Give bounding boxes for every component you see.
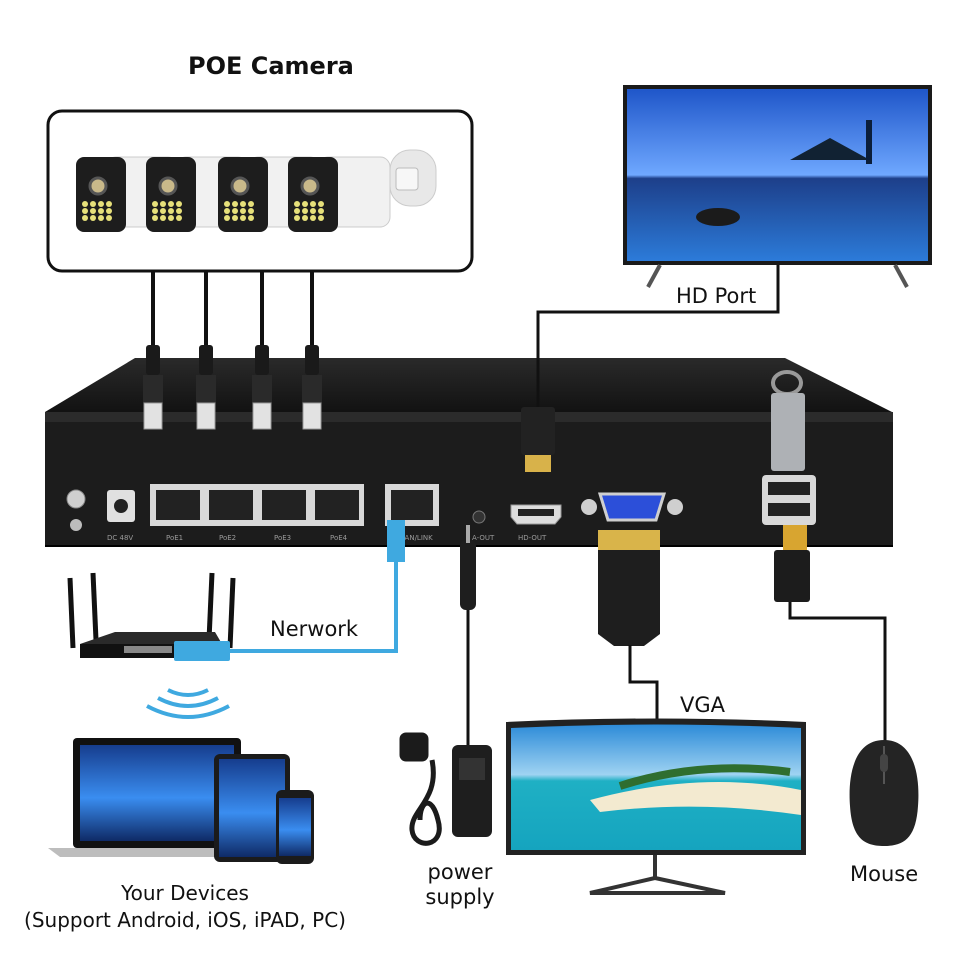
poe-port-block xyxy=(150,484,364,526)
wifi-icon xyxy=(147,690,229,717)
hdmi-label: HD-OUT xyxy=(518,534,547,542)
pc-monitor xyxy=(506,719,806,894)
power-label-line1: power xyxy=(420,860,500,885)
power-cord-icon xyxy=(402,735,439,843)
tv-monitor xyxy=(623,85,932,287)
hdmi-plug-icon xyxy=(521,407,555,472)
poe2-label: PoE2 xyxy=(219,534,236,542)
bullet-camera-icon xyxy=(288,157,390,232)
vga-cable xyxy=(630,645,657,722)
ground-screw-icon xyxy=(67,490,85,508)
phone-icon xyxy=(276,790,314,864)
poe1-label: PoE1 xyxy=(166,534,183,542)
audio-label: A-OUT xyxy=(472,534,495,542)
rj45-plug-icon xyxy=(196,345,216,429)
power-supply-label: power supply xyxy=(420,860,500,910)
diagram-title: POE Camera xyxy=(188,52,354,80)
rj45-plug-icon xyxy=(252,345,272,429)
camera-cables xyxy=(153,272,312,345)
devices-label-line2: (Support Android, iOS, iPAD, PC) xyxy=(10,907,360,934)
power-adapter-icon xyxy=(452,745,492,837)
power-label-line2: supply xyxy=(420,885,500,910)
mouse-icon xyxy=(850,740,919,846)
audio-port xyxy=(473,511,485,523)
mouse-label: Mouse xyxy=(850,862,918,886)
poe4-label: PoE4 xyxy=(330,534,348,542)
camera-group xyxy=(48,111,472,271)
camera-icon xyxy=(390,150,436,206)
nvr-device: DC 48V PoE1 PoE2 PoE3 PoE4 WAN/LINK A-OU… xyxy=(45,358,893,547)
vga-label: VGA xyxy=(680,693,725,717)
rj45-plug-icon xyxy=(302,345,322,429)
poe3-label: PoE3 xyxy=(274,534,291,542)
network-label: Nerwork xyxy=(270,617,358,641)
devices-label-line1: Your Devices xyxy=(10,880,360,907)
devices-label: Your Devices (Support Android, iOS, iPAD… xyxy=(10,880,360,934)
dc-label: DC 48V xyxy=(107,534,133,542)
rj45-plug-icon xyxy=(143,345,163,429)
hd-port-label: HD Port xyxy=(676,284,756,308)
vga-connector-icon xyxy=(598,530,660,646)
